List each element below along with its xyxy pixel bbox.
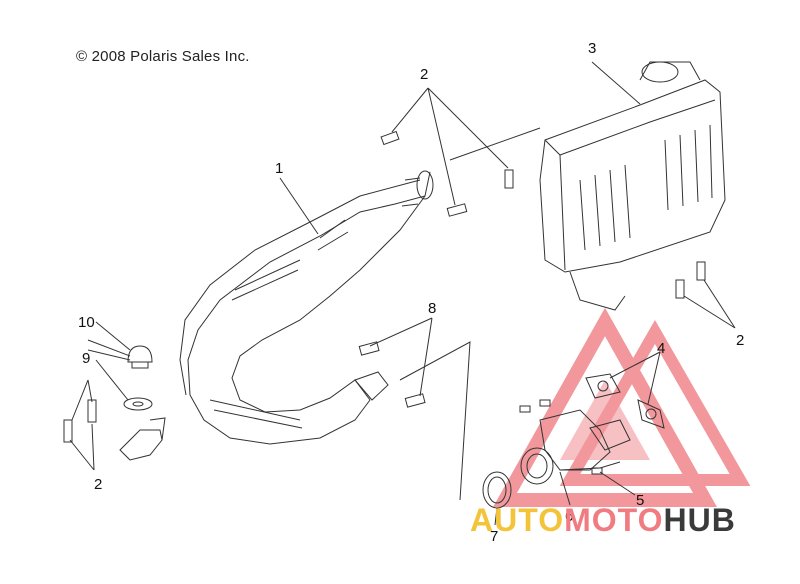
line-art	[63, 61, 736, 526]
callout-2-right: 2	[736, 332, 745, 349]
callout-2-top: 2	[420, 66, 429, 83]
callout-8: 8	[428, 300, 437, 317]
manifold-parts	[482, 373, 665, 509]
springs	[63, 130, 706, 443]
callout-4: 4	[657, 340, 666, 357]
watermark-auto: AUTO	[470, 502, 565, 538]
callout-2-left: 2	[94, 476, 103, 493]
expansion-chamber-pipe	[179, 170, 434, 445]
watermark-hub: HUB	[663, 502, 736, 538]
small-parts	[119, 345, 166, 461]
callout-1: 1	[275, 160, 284, 177]
callout-5: 5	[636, 492, 645, 509]
watermark-logo-mark	[493, 307, 751, 507]
callout-6: 6	[565, 508, 574, 525]
callout-7: 7	[490, 528, 499, 545]
leader-lines	[69, 61, 736, 526]
watermark-moto: MOTO	[564, 502, 664, 538]
copyright-notice: © 2008 Polaris Sales Inc.	[76, 48, 250, 65]
callout-3: 3	[588, 40, 597, 57]
watermark-logo-text: AUTOMOTOHUB	[470, 502, 736, 539]
callout-9: 9	[82, 350, 91, 367]
silencer-muffler	[539, 61, 726, 311]
callout-10: 10	[78, 314, 95, 331]
